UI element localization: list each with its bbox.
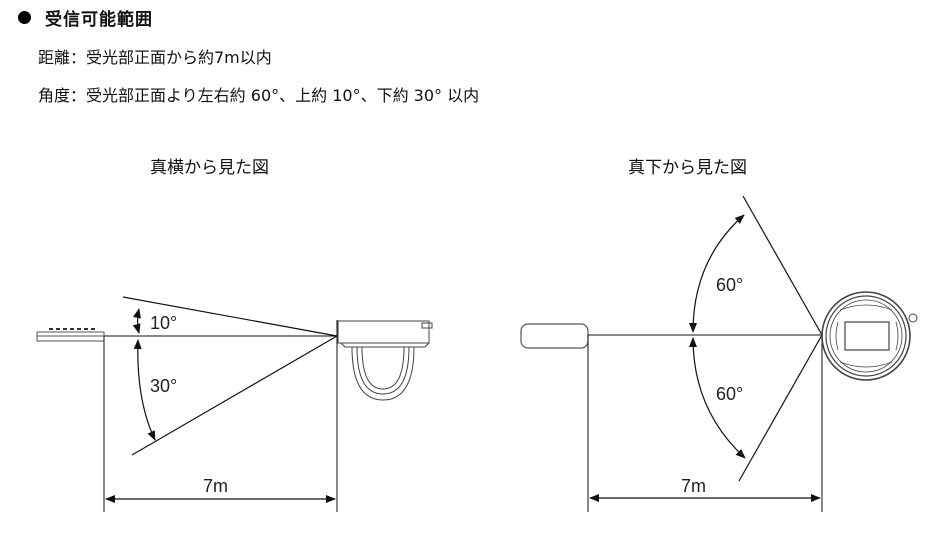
side-view-caption: 真横から見た図 <box>150 158 269 178</box>
side-distance-label: 7m <box>203 476 228 496</box>
distance-spec: 距離：受光部正面から約7m以内 <box>38 48 272 67</box>
side-angle-up-label: 10° <box>150 313 177 333</box>
bottom-distance-label: 7m <box>681 476 706 496</box>
bullet-icon <box>18 11 31 24</box>
side-angle-down-label: 30° <box>150 376 177 396</box>
angle-spec: 角度：受光部正面より左右約 60°、上約 10°、下約 30° 以内 <box>38 86 480 105</box>
bottom-angle-right-label: 60° <box>716 384 743 404</box>
camera-bottom-icon <box>821 291 918 381</box>
remote-control-side-icon <box>36 328 105 342</box>
bottom-angle-left-label: 60° <box>716 275 743 295</box>
bottom-view-diagram: 60° 60° 7m <box>520 195 918 512</box>
side-view-diagram: 10° 30° 7m <box>36 296 433 512</box>
camera-side-icon <box>337 320 433 401</box>
remote-control-bottom-icon <box>520 323 589 349</box>
section-heading: 受信可能範囲 <box>18 5 153 30</box>
bottom-view-caption: 真下から見た図 <box>628 158 747 178</box>
section-title: 受信可能範囲 <box>45 10 153 30</box>
